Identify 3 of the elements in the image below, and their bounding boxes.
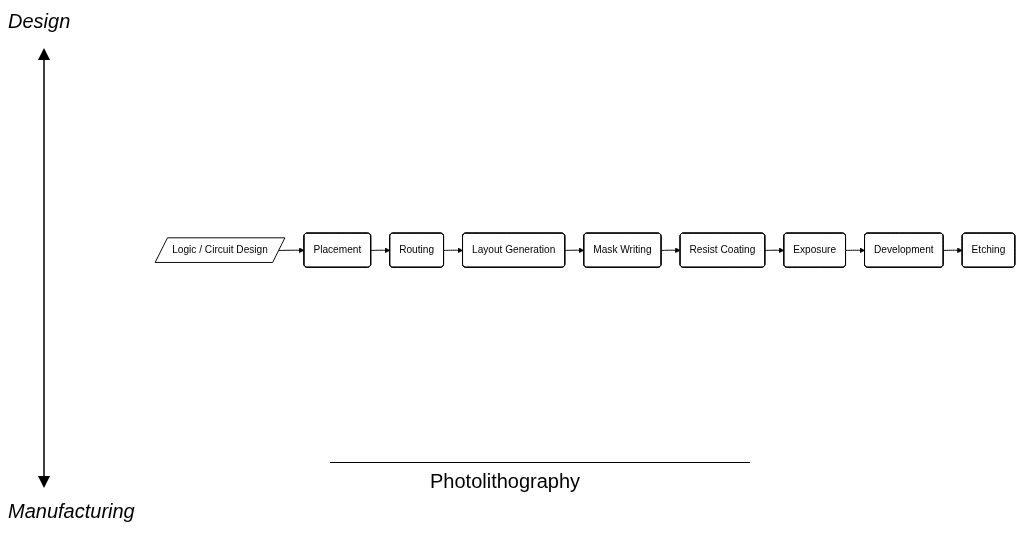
group-label: Photolithography xyxy=(430,470,581,493)
axis-label: Design xyxy=(8,10,71,33)
axis-label: Manufacturing xyxy=(8,500,135,523)
